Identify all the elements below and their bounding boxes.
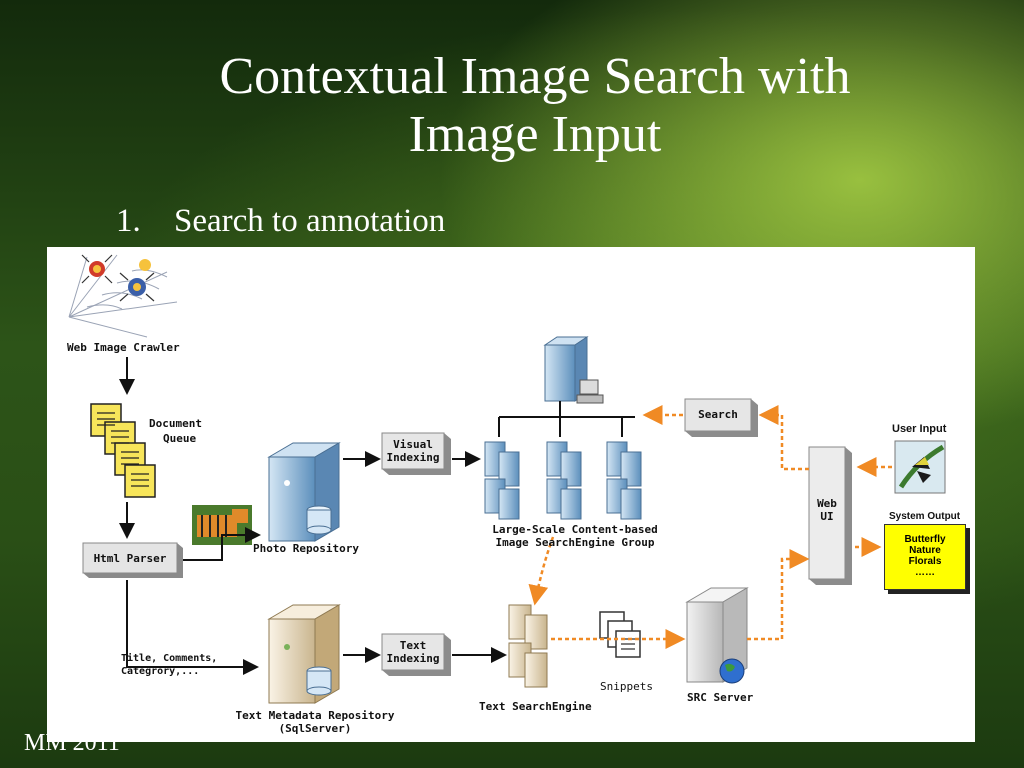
engine-group-label: Large-Scale Content-based Image SearchEn… (465, 523, 685, 549)
engine-server-cluster-3 (606, 441, 642, 520)
bullet-text: Search to annotation (174, 203, 446, 239)
web-ui-label: Web UI (809, 497, 845, 523)
src-server-icon (685, 587, 749, 684)
parser-fields-label-1: Title, Comments, (121, 653, 218, 664)
text-metadata-label-2: (SqlServer) (278, 722, 352, 735)
butterfly-image-icon (894, 440, 946, 494)
parser-fields-label-2: Categrory,... (121, 666, 200, 677)
spider-web-icon (68, 254, 178, 338)
parser-to-metadata-arrow (126, 580, 259, 675)
search-label: Search (698, 408, 738, 421)
output-word-2: Nature (909, 545, 941, 556)
output-word-1: Butterfly (904, 534, 946, 545)
src-server-label: SRC Server (687, 691, 754, 704)
web-image-crawler-label: Web Image Crawler (67, 341, 180, 354)
visual-indexing-label: Visual Indexing (382, 438, 444, 464)
text-indexing-label-1: Text (399, 639, 427, 652)
photo-repository-label: Photo Repository (253, 542, 359, 555)
text-metadata-label: Text Metadata Repository (SqlServer) (215, 709, 415, 735)
text-metadata-server-icon (267, 604, 341, 704)
snippets-label: Snippets (600, 680, 653, 693)
bullet-number: 1. (116, 203, 141, 239)
title-line-1: Contextual Image Search with (219, 48, 851, 105)
architecture-diagram: Web Image Crawler Document Queue Html Pa… (47, 247, 975, 742)
snippets-icon (599, 611, 641, 658)
photo-repository-server-icon (267, 442, 341, 542)
webui-to-search-arrow (758, 405, 809, 471)
system-output-label: System Output (889, 511, 961, 522)
parser-fields-label: Title, Comments, Categrory,... (121, 652, 217, 678)
web-ui-box (808, 446, 846, 580)
html-parser-box (82, 542, 178, 574)
slide-title: Contextual Image Search with Image Input (0, 48, 1024, 164)
text-indexing-label: Text Indexing (382, 639, 444, 665)
engine-group-label-2: Image SearchEngine Group (495, 536, 655, 549)
visual-indexing-label-1: Visual (393, 438, 433, 451)
web-ui-label-1: Web (817, 497, 837, 510)
output-word-4: …… (915, 567, 935, 578)
src-to-webui-arrow (747, 549, 810, 641)
text-searchengine-cluster-icon (508, 604, 548, 688)
web-ui-label-2: UI (820, 510, 834, 523)
title-line-2: Image Input (408, 106, 662, 163)
output-word-3: Florals (908, 556, 942, 567)
document-queue-label-2: Queue (163, 432, 197, 445)
top-server-workstation-icon (543, 336, 604, 417)
document-queue-icon (90, 403, 156, 498)
text-metadata-label-1: Text Metadata Repository (235, 709, 395, 722)
tiger-photo-icon (192, 505, 252, 545)
bullet-item: 1. Search to annotation (116, 203, 445, 240)
diagram-graphics (68, 254, 946, 704)
engine-group-bus (498, 416, 635, 437)
text-indexing-label-2: Indexing (386, 652, 440, 665)
document-queue-label-1: Document (149, 417, 202, 430)
system-output-box: Butterfly Nature Florals …… (884, 524, 966, 590)
parser-to-photo-arrow (183, 527, 261, 561)
visual-indexing-box (381, 432, 445, 470)
text-searchengine-label: Text SearchEngine (479, 700, 592, 713)
slide-footer: MM 2011 (24, 730, 120, 756)
visual-indexing-label-2: Indexing (386, 451, 440, 464)
html-parser-label: Html Parser (93, 552, 167, 565)
user-input-label: User Input (892, 423, 947, 435)
engine-server-cluster-2 (546, 441, 582, 520)
engine-group-label-1: Large-Scale Content-based (492, 523, 658, 536)
engine-server-cluster-1 (484, 441, 520, 520)
